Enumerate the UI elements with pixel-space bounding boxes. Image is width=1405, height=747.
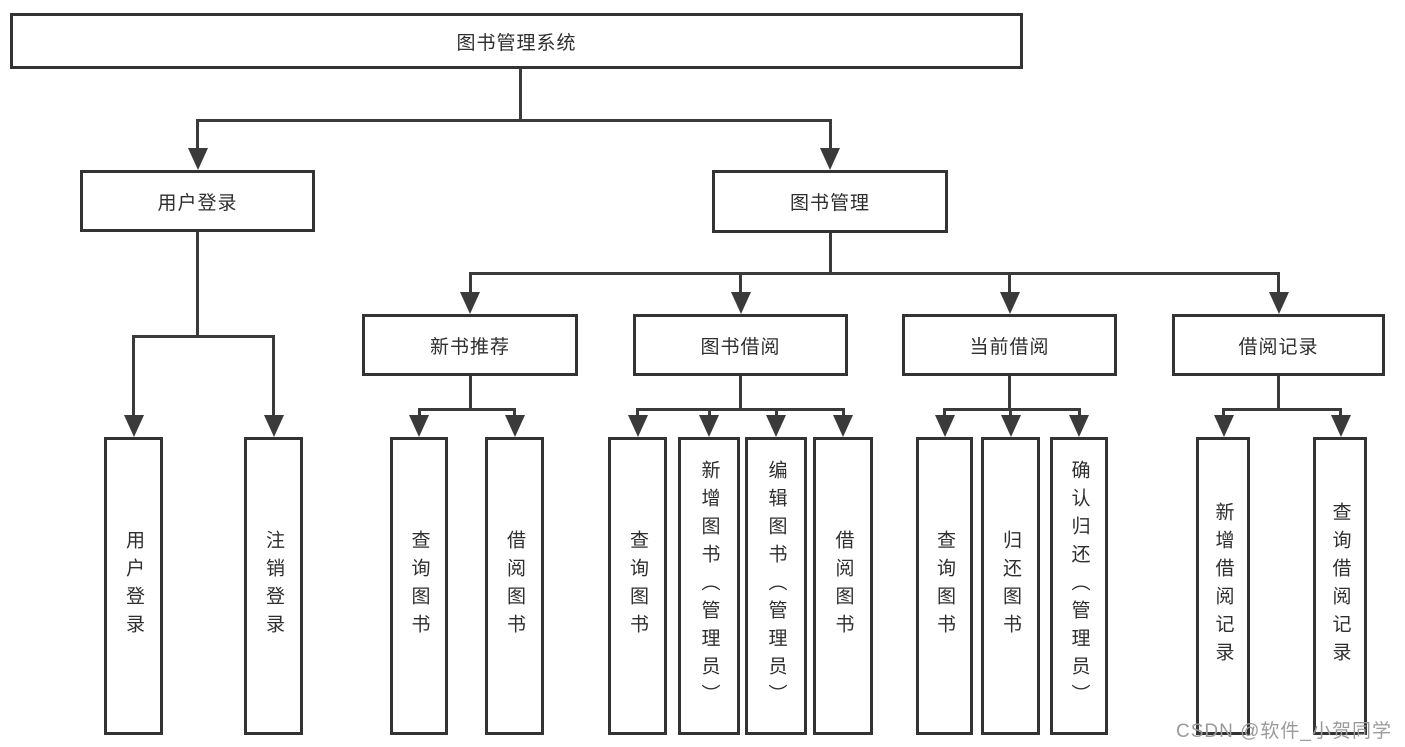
node-branch-book-management: 图书管理 (712, 170, 948, 233)
connector-line (468, 272, 1280, 275)
node-branch-label: 图书管理 (789, 193, 870, 214)
node-leaf-confirm-return-admin: 确认归还（管理员） (1050, 437, 1108, 735)
node-leaf-label: 用户登录 (123, 530, 144, 642)
node-leaf-query-books-3: 查询图书 (916, 437, 973, 735)
node-leaf-query-borrow-record: 查询借阅记录 (1313, 437, 1367, 735)
connector-line (417, 408, 421, 417)
arrowhead-down-icon (820, 148, 840, 170)
connector-line (1222, 408, 1342, 411)
connector-line (1077, 408, 1081, 417)
arrowhead-down-icon (766, 415, 786, 437)
connector-line (774, 408, 778, 417)
node-leaf-edit-books-admin: 编辑图书（管理员） (745, 437, 807, 735)
connector-line (828, 119, 832, 150)
connector-line (1222, 408, 1225, 417)
arrowhead-down-icon (504, 415, 525, 437)
connector-line (196, 119, 199, 150)
arrowhead-down-icon (1213, 415, 1234, 437)
node-leaf-add-borrow-record: 新增借阅记录 (1196, 437, 1250, 735)
connector-line (132, 335, 275, 338)
connector-line (1277, 376, 1280, 411)
arrowhead-down-icon (1000, 415, 1021, 437)
connector-line (1339, 408, 1342, 417)
connector-line (468, 376, 472, 411)
connector-line (1008, 376, 1011, 411)
arrowhead-down-icon (999, 292, 1020, 314)
node-leaf-label: 新增图书（管理员） (698, 460, 720, 712)
connector-line (468, 272, 472, 294)
arrowhead-down-icon (730, 292, 751, 314)
node-leaf-label: 查询图书 (934, 530, 955, 642)
connector-line (196, 119, 832, 122)
node-leaf-label: 借阅图书 (832, 530, 854, 642)
node-leaf-borrow-books-2: 借阅图书 (813, 437, 873, 735)
connector-line (636, 408, 639, 417)
node-leaf-logout: 注销登录 (244, 437, 303, 735)
node-module-borrow-records: 借阅记录 (1172, 314, 1385, 376)
node-leaf-label: 新增借阅记录 (1212, 502, 1234, 670)
node-leaf-query-books-2: 查询图书 (608, 437, 667, 735)
connector-line (943, 408, 946, 417)
connector-line (707, 408, 711, 417)
node-module-current-borrow: 当前借阅 (902, 314, 1117, 376)
node-leaf-add-books-admin: 新增图书（管理员） (678, 437, 740, 735)
arrowhead-down-icon (263, 415, 284, 437)
connector-line (1008, 272, 1011, 294)
connector-line (132, 335, 135, 417)
arrowhead-down-icon (1069, 415, 1089, 437)
node-module-label: 图书借阅 (700, 336, 781, 358)
connector-line (739, 376, 742, 411)
arrowhead-down-icon (699, 415, 719, 437)
node-module-book-borrow: 图书借阅 (633, 314, 848, 376)
node-branch-user-login: 用户登录 (80, 170, 315, 232)
node-leaf-label: 查询图书 (408, 530, 430, 642)
connector-line (841, 408, 845, 417)
node-leaf-label: 查询借阅记录 (1329, 502, 1351, 670)
connector-line (739, 272, 742, 294)
node-root: 图书管理系统 (10, 13, 1023, 69)
watermark-text: CSDN @软件_小贺同学 (1176, 721, 1392, 742)
connector-line (196, 232, 199, 338)
connector-line (828, 233, 832, 275)
connector-line (1277, 272, 1280, 294)
node-root-label: 图书管理系统 (456, 32, 577, 54)
arrowhead-down-icon (1268, 292, 1289, 314)
node-module-label: 新书推荐 (429, 336, 510, 358)
arrowhead-down-icon (460, 292, 480, 314)
arrowhead-down-icon (833, 415, 853, 437)
connector-line (513, 408, 516, 417)
connector-line (1009, 408, 1012, 417)
connector-line (417, 408, 516, 411)
node-module-label: 当前借阅 (969, 336, 1050, 358)
arrowhead-down-icon (1330, 415, 1351, 437)
node-leaf-label: 确认归还（管理员） (1068, 460, 1090, 712)
connector-line (636, 408, 845, 411)
arrowhead-down-icon (123, 415, 144, 437)
node-leaf-label: 查询图书 (627, 530, 648, 642)
connector-line (272, 335, 275, 417)
node-leaf-label: 借阅图书 (504, 530, 525, 642)
arrowhead-down-icon (934, 415, 955, 437)
node-leaf-label: 归还图书 (1000, 530, 1021, 642)
arrowhead-down-icon (409, 415, 429, 437)
connector-line (518, 68, 522, 122)
node-module-new-book-recommend: 新书推荐 (362, 314, 578, 376)
arrowhead-down-icon (627, 415, 648, 437)
arrowhead-down-icon (187, 148, 208, 170)
node-branch-label: 用户登录 (157, 192, 238, 214)
node-leaf-borrow-books-1: 借阅图书 (485, 437, 544, 735)
node-leaf-return-books: 归还图书 (981, 437, 1040, 735)
node-module-label: 借阅记录 (1238, 336, 1319, 358)
node-leaf-label: 编辑图书（管理员） (765, 460, 787, 712)
node-leaf-user-login: 用户登录 (104, 437, 163, 735)
node-leaf-query-books-1: 查询图书 (390, 437, 448, 735)
node-leaf-label: 注销登录 (263, 530, 284, 642)
